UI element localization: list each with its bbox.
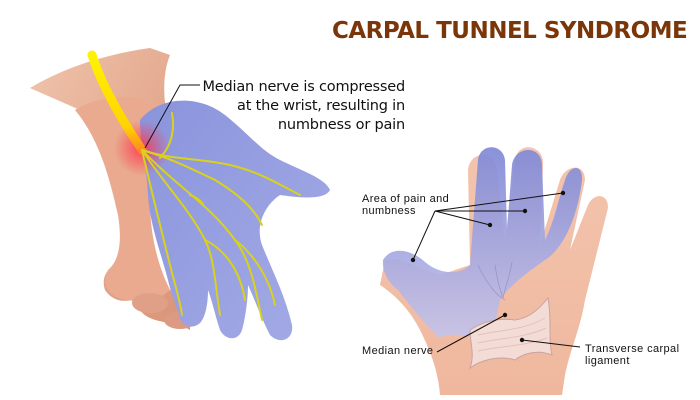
- area-leader-lines: [412, 192, 564, 261]
- ligament-texture: [477, 317, 548, 352]
- main-callout-leader: [144, 84, 200, 149]
- ligament-label-line-1: Transverse carpal: [585, 343, 680, 355]
- page-title: CARPAL TUNNEL SYNDROME: [332, 18, 688, 44]
- median-nerve-leader: [436, 314, 506, 353]
- area-of-pain-label: Area of pain and numbness: [362, 193, 449, 217]
- ligament-dot: [519, 337, 525, 343]
- main-callout-text: Median nerve is compressed at the wrist,…: [200, 78, 406, 135]
- ligament-leader: [521, 339, 581, 348]
- palm-creases: [477, 261, 513, 301]
- median-nerve-branches: [141, 112, 301, 321]
- area-label-line-1: Area of pain and: [362, 193, 450, 205]
- right-numb-area: [382, 147, 583, 342]
- callout-line-2: at the wrist, resulting in: [237, 98, 405, 114]
- area-leader-dots: [410, 190, 566, 263]
- ligament-label-line-2: ligament: [585, 355, 630, 367]
- area-label-line-2: numbness: [362, 205, 416, 217]
- left-hand-illustration: [30, 48, 330, 341]
- transverse-carpal-ligament: [468, 296, 553, 370]
- median-nerve-label: Median nerve: [362, 345, 434, 357]
- median-nerve-trunk: [87, 50, 147, 155]
- left-numb-area: [140, 100, 330, 341]
- callout-line-3: numbness or pain: [277, 117, 405, 133]
- ligament-label: Transverse carpal ligament: [585, 343, 679, 367]
- median-nerve-dot: [502, 312, 508, 318]
- callout-line-1: Median nerve is compressed: [202, 79, 406, 95]
- left-curled-finger-1: [132, 293, 168, 313]
- right-hand-illustration: [380, 147, 608, 395]
